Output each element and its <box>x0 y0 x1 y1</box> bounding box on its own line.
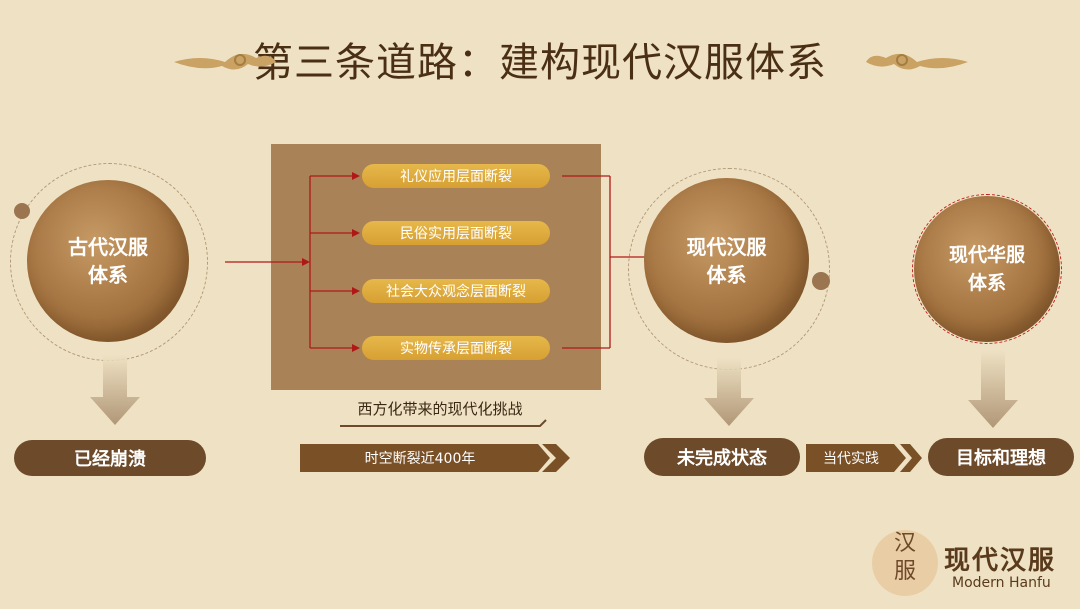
modern-huafu-system-circle: 现代华服 体系 <box>914 196 1060 342</box>
contemporary-practice-label: 当代实践 <box>823 451 879 467</box>
down-arrow-icon <box>968 350 1018 428</box>
logo-seal-text: 汉 服 <box>880 530 930 586</box>
ring-bead <box>14 203 30 219</box>
logo-name: 现代汉服 <box>944 546 1057 576</box>
down-arrow-icon <box>90 355 140 425</box>
logo-seal-char-1: 汉 <box>893 531 916 556</box>
challenge-underline <box>340 419 547 427</box>
collapsed-state-label: 已经崩溃 <box>14 440 206 476</box>
fracture-item-artifact: 实物传承层面断裂 <box>362 336 550 360</box>
fracture-item-public: 社会大众观念层面断裂 <box>362 279 550 303</box>
ring-bead <box>812 272 830 290</box>
challenge-label: 西方化带来的现代化挑战 <box>357 400 523 418</box>
practice-arrow-bar <box>806 444 922 472</box>
fracture-item-folk: 民俗实用层面断裂 <box>362 221 550 245</box>
page-title: 第三条道路：建构现代汉服体系 <box>253 40 827 86</box>
time-gap-label: 时空断裂近400年 <box>364 451 476 467</box>
modern-hua-system-ring <box>912 194 1062 344</box>
logo-seal-char-2: 服 <box>893 559 916 584</box>
logo-english: Modern Hanfu <box>952 575 1051 591</box>
fracture-item-ritual: 礼仪应用层面断裂 <box>362 164 550 188</box>
cloud-ornament-right <box>866 53 968 70</box>
incomplete-state-label: 未完成状态 <box>644 438 800 476</box>
goal-state-label: 目标和理想 <box>928 438 1074 476</box>
ancient-hanfu-system-circle: 古代汉服 体系 <box>27 180 189 342</box>
modern-hanfu-system-circle: 现代汉服 体系 <box>644 178 809 343</box>
cloud-ornament-left <box>174 53 276 70</box>
down-arrow-icon <box>704 358 754 426</box>
gap-arrow-bar <box>300 444 570 472</box>
logo-seal <box>872 530 938 596</box>
